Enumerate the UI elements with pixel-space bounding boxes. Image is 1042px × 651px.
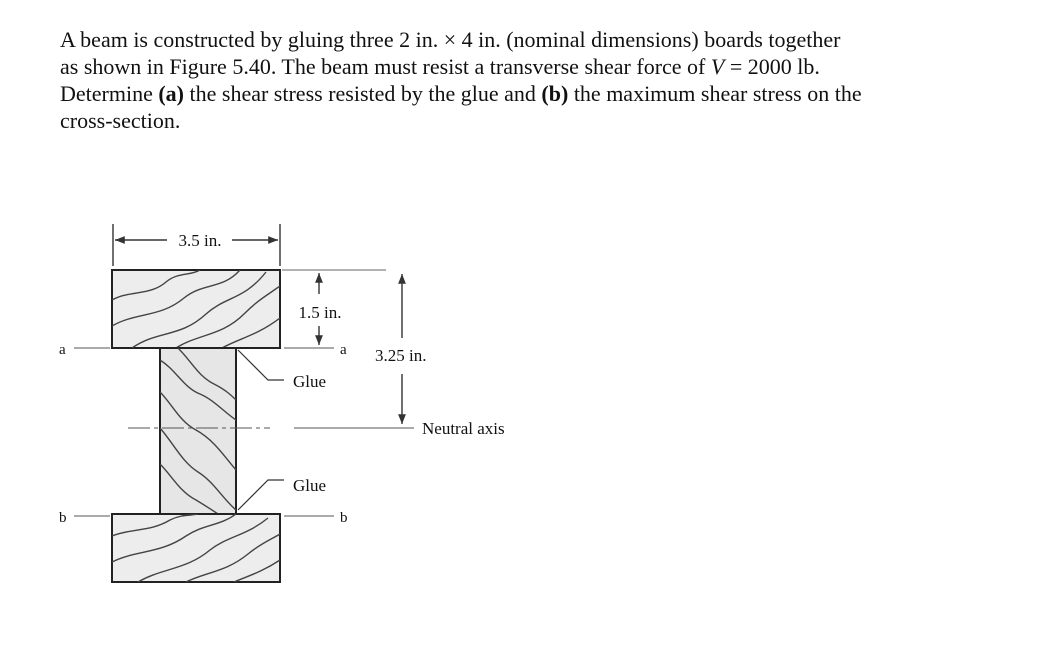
neutral-axis-label: Neutral axis: [422, 419, 505, 438]
section-a-left-label: a: [59, 342, 66, 358]
shear-force-value: = 2000 lb.: [724, 54, 820, 79]
width-dimension: 3.5 in.: [112, 224, 281, 266]
section-b-line: b b: [59, 510, 348, 526]
flange-thickness-label: 1.5 in.: [299, 303, 342, 322]
section-a-line: a a: [59, 342, 347, 358]
section-b-right-label: b: [340, 510, 348, 526]
problem-line-1-text: A beam is constructed by gluing three 2 …: [60, 27, 841, 52]
web-wood-grain: [160, 348, 236, 514]
part-b-marker: (b): [541, 81, 569, 106]
top-glue-callout: Glue: [237, 349, 326, 391]
problem-line-2: as shown in Figure 5.40. The beam must r…: [60, 53, 1020, 80]
problem-line-4-text: cross-section.: [60, 108, 181, 133]
problem-line-2-text: as shown in Figure 5.40. The beam must r…: [60, 54, 711, 79]
bottom-flange-wood-grain: [112, 514, 280, 582]
problem-line-3-mid: the shear stress resisted by the glue an…: [184, 81, 542, 106]
top-glue-label: Glue: [293, 372, 326, 391]
bottom-glue-callout: Glue: [237, 476, 326, 511]
depth-label: 3.25 in.: [375, 346, 426, 365]
problem-statement: A beam is constructed by gluing three 2 …: [60, 26, 1020, 134]
depth-dimension: 3.25 in.: [375, 274, 426, 424]
bottom-glue-label: Glue: [293, 476, 326, 495]
problem-line-3-lead: Determine: [60, 81, 159, 106]
width-label: 3.5 in.: [179, 231, 222, 250]
bottom-flange-board: [111, 513, 281, 583]
section-a-right-label: a: [340, 342, 347, 358]
problem-line-3-tail: the maximum shear stress on the: [568, 81, 862, 106]
section-b-left-label: b: [59, 510, 67, 526]
neutral-axis: Neutral axis: [128, 419, 505, 438]
problem-line-4: cross-section.: [60, 107, 1020, 134]
part-a-marker: (a): [158, 81, 185, 106]
flange-thickness-dimension: 1.5 in.: [282, 269, 386, 345]
problem-line-1: A beam is constructed by gluing three 2 …: [60, 26, 1020, 53]
web-board: [159, 347, 237, 515]
problem-line-3: Determine (a) the shear stress resisted …: [60, 80, 1020, 107]
top-flange-board: [111, 269, 281, 349]
shear-force-variable: V: [710, 54, 725, 79]
top-flange-wood-grain: [112, 270, 280, 348]
